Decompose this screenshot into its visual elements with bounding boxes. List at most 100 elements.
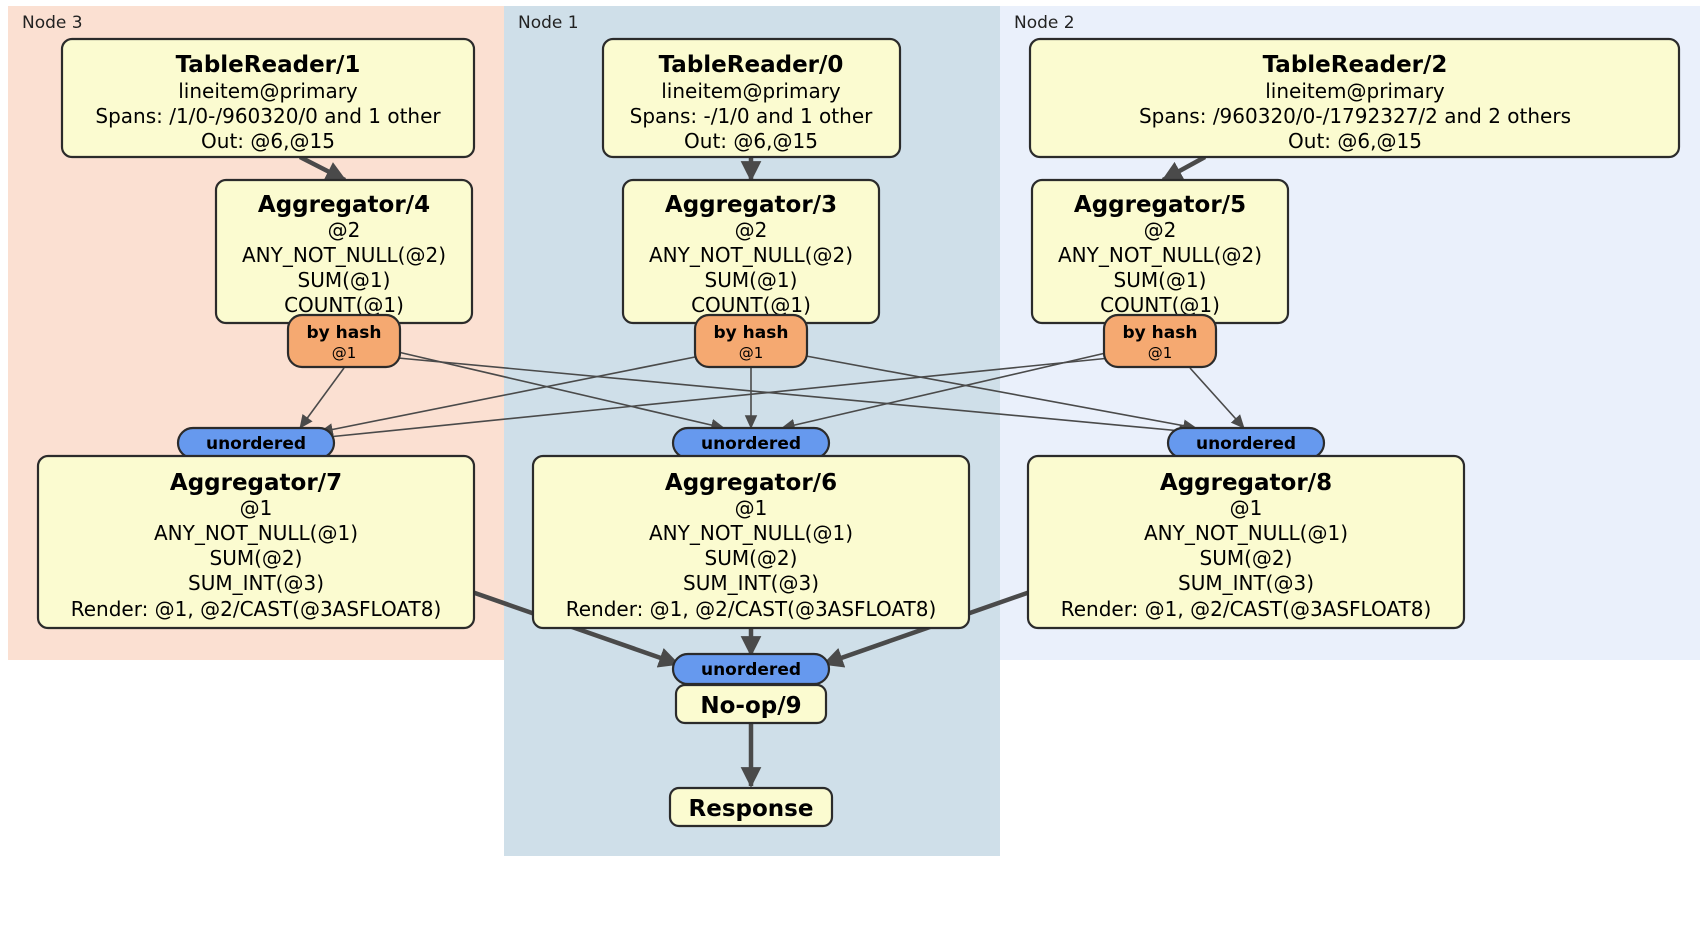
processor-aggregator7[interactable]: Aggregator/7 @1 ANY_NOT_NULL(@1) SUM(@2)… (36, 454, 476, 630)
edge-router5-sync8 (1189, 367, 1245, 429)
router-by-hash-3[interactable]: by hash @1 (693, 313, 809, 369)
processor-detail-line: ANY_NOT_NULL(@2) (1058, 243, 1262, 267)
router-title: by hash (307, 323, 382, 343)
processor-detail-line: ANY_NOT_NULL(@1) (154, 521, 358, 545)
processor-detail-line: lineitem@primary (1265, 79, 1445, 103)
processor-box[interactable] (531, 454, 971, 630)
processor-tablereader0[interactable]: TableReader/0 lineitem@primary Spans: -/… (601, 37, 902, 159)
processor-detail-line: @1 (1230, 496, 1263, 520)
edge-tablereader2-aggregator5 (1161, 155, 1207, 182)
router-by-hash-5[interactable]: by hash @1 (1102, 313, 1218, 369)
processor-box[interactable] (668, 786, 834, 828)
synchronizer-unordered-8[interactable]: unordered (1166, 426, 1326, 460)
processor-detail-line: @1 (240, 496, 273, 520)
processor-detail-line: SUM(@2) (705, 546, 798, 570)
processor-detail-line: COUNT(@1) (691, 293, 811, 317)
processor-detail-line: Spans: /1/0-/960320/0 and 1 other (95, 104, 441, 128)
processor-detail-line: ANY_NOT_NULL(@1) (1144, 521, 1348, 545)
processor-title: Aggregator/8 (1160, 470, 1332, 496)
edges-stage1 (298, 154, 1207, 183)
processor-title: Aggregator/4 (258, 192, 430, 218)
edges-hash-shuffle (299, 351, 1245, 443)
processor-detail-line: SUM(@1) (298, 268, 391, 292)
processor-detail-line: Render: @1, @2/CAST(@3ASFLOAT8) (71, 597, 442, 621)
processor-detail-line: @2 (328, 218, 361, 242)
edge-router3-sync7 (319, 355, 701, 436)
edge-router3-sync8 (805, 355, 1197, 432)
processor-detail-line: Out: @6,@15 (1288, 129, 1422, 153)
processor-detail-line: Spans: /960320/0-/1792327/2 and 2 others (1139, 104, 1571, 128)
processor-detail-line: Spans: -/1/0 and 1 other (630, 104, 873, 128)
processor-response[interactable]: Response (668, 786, 834, 828)
processor-title: Aggregator/5 (1074, 192, 1246, 218)
processor-title: Aggregator/3 (665, 192, 837, 218)
processor-aggregator5[interactable]: Aggregator/5 @2 ANY_NOT_NULL(@2) SUM(@1)… (1030, 178, 1290, 325)
processor-detail-line: SUM(@2) (1200, 546, 1293, 570)
router-subtitle: @1 (332, 344, 357, 362)
processor-box[interactable] (1028, 37, 1681, 159)
processor-detail-line: ANY_NOT_NULL(@1) (649, 521, 853, 545)
router-pill[interactable] (1102, 313, 1218, 369)
router-by-hash-4[interactable]: by hash @1 (286, 313, 402, 369)
edge-router4-sync7 (299, 367, 345, 429)
processor-title: TableReader/1 (176, 52, 361, 78)
processor-box[interactable] (36, 454, 476, 630)
processor-noop9[interactable]: No-op/9 (674, 683, 828, 725)
processor-box[interactable] (1026, 454, 1466, 630)
router-title: by hash (1123, 323, 1198, 343)
synchronizer-unordered-6[interactable]: unordered (671, 426, 831, 460)
processor-box[interactable] (601, 37, 902, 159)
processor-title: Aggregator/6 (665, 470, 837, 496)
processor-detail-line: SUM_INT(@3) (188, 571, 324, 595)
processor-detail-line: SUM(@1) (1114, 268, 1207, 292)
processor-detail-line: ANY_NOT_NULL(@2) (649, 243, 853, 267)
processor-aggregator8[interactable]: Aggregator/8 @1 ANY_NOT_NULL(@1) SUM(@2)… (1026, 454, 1466, 630)
processor-detail-line: SUM_INT(@3) (1178, 571, 1314, 595)
synchronizer-label: unordered (206, 434, 306, 454)
processor-box[interactable] (60, 37, 476, 159)
router-subtitle: @1 (1148, 344, 1173, 362)
processor-detail-line: Render: @1, @2/CAST(@3ASFLOAT8) (1061, 597, 1432, 621)
processor-detail-line: @1 (735, 496, 768, 520)
processor-detail-line: SUM(@2) (210, 546, 303, 570)
processor-tablereader1[interactable]: TableReader/1 lineitem@primary Spans: /1… (60, 37, 476, 159)
edge-tablereader1-aggregator4 (298, 154, 347, 183)
processor-detail-line: lineitem@primary (661, 79, 841, 103)
processor-title: TableReader/2 (1263, 52, 1448, 78)
router-pill[interactable] (286, 313, 402, 369)
processor-title: Response (689, 796, 814, 822)
processor-title: Aggregator/7 (170, 470, 342, 496)
synchronizer-label: unordered (701, 660, 801, 680)
processor-detail-line: lineitem@primary (178, 79, 358, 103)
synchronizer-label: unordered (701, 434, 801, 454)
edge-router4-sync6 (397, 351, 725, 432)
router-subtitle: @1 (739, 344, 764, 362)
processor-detail-line: @2 (735, 218, 768, 242)
synchronizer-label: unordered (1196, 434, 1296, 454)
processor-detail-line: Render: @1, @2/CAST(@3ASFLOAT8) (566, 597, 937, 621)
node-label-node3: Node 3 (22, 13, 83, 33)
processor-tablereader2[interactable]: TableReader/2 lineitem@primary Spans: /9… (1028, 37, 1681, 159)
edge-router4-sync8 (397, 357, 1193, 438)
processor-detail-line: ANY_NOT_NULL(@2) (242, 243, 446, 267)
processor-detail-line: Out: @6,@15 (201, 129, 335, 153)
processor-aggregator3[interactable]: Aggregator/3 @2 ANY_NOT_NULL(@2) SUM(@1)… (621, 178, 881, 325)
processor-box[interactable] (674, 683, 828, 725)
processor-detail-line: SUM_INT(@3) (683, 571, 819, 595)
processor-title: No-op/9 (700, 693, 801, 719)
processor-aggregator6[interactable]: Aggregator/6 @1 ANY_NOT_NULL(@1) SUM(@2)… (531, 454, 971, 630)
router-pill[interactable] (693, 313, 809, 369)
edge-router5-sync6 (781, 351, 1111, 432)
processor-detail-line: @2 (1144, 218, 1177, 242)
synchronizer-unordered-7[interactable]: unordered (176, 426, 336, 460)
edge-router5-sync7 (317, 357, 1111, 443)
processor-detail-line: COUNT(@1) (1100, 293, 1220, 317)
node-label-node1: Node 1 (518, 13, 579, 33)
synchronizer-unordered-9[interactable]: unordered (671, 652, 831, 686)
processor-aggregator4[interactable]: Aggregator/4 @2 ANY_NOT_NULL(@2) SUM(@1)… (214, 178, 474, 325)
node-label-node2: Node 2 (1014, 13, 1075, 33)
processor-title: TableReader/0 (659, 52, 844, 78)
processor-detail-line: SUM(@1) (705, 268, 798, 292)
